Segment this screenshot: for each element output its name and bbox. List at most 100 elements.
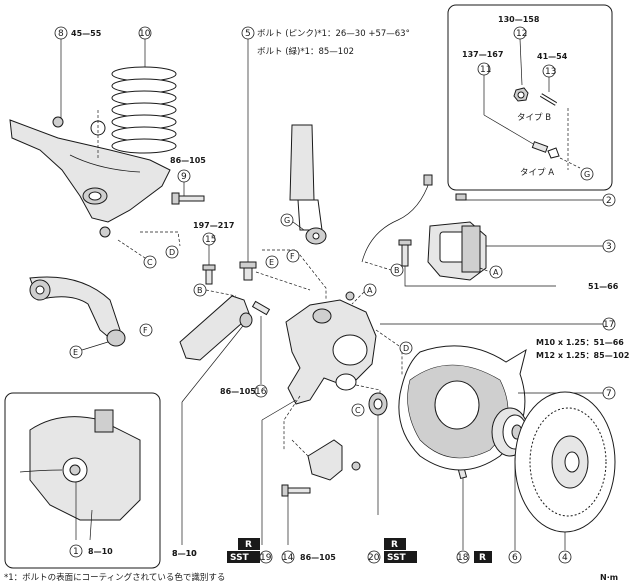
badge-r-20 [384,538,406,550]
nut-lower-arm [99,226,111,238]
callout-4: 4 [562,553,568,563]
torque-17-m10: M10 x 1.25：51—66 [536,338,624,347]
inset-connector-inner [69,464,81,476]
bolt-part-14 [285,487,311,494]
torque-left-bottom-2: 8—10 [172,549,197,558]
stud-part-13-inner [540,94,557,105]
brake-hose-part [361,179,431,263]
inset-frame-top-right [447,4,613,191]
leader-left-diag [181,321,247,403]
letter-g-shock: G [284,216,290,225]
torque-17-m12: M12 x 1.25：85—102 [536,351,629,360]
callout-18: 18 [457,553,469,563]
clip-part-11 [547,147,560,159]
torque-8: 45—55 [71,29,102,38]
bracket-part [307,439,343,481]
badge-r-19 [238,538,260,550]
callout-20: 20 [368,553,380,563]
letter-g-circle-inset [580,167,594,181]
hose-fitting [423,174,433,186]
callout-2: 2 [606,196,612,206]
dash-ef-box [262,249,327,300]
leader-caliper-bolt [404,266,556,287]
leader-12 [519,38,523,86]
letter-b-left: B [197,286,203,295]
shock-absorber-upper [289,124,315,201]
callout-17: 17 [603,320,614,330]
torque-11: 137—167 [462,50,503,59]
bolt-part-11 [531,141,549,153]
torque-13: 41—54 [537,52,568,61]
inset-dash-2 [559,157,581,169]
callout-6: 6 [512,553,518,563]
bolt-part-16 [251,300,271,316]
letter-d-center: D [403,344,409,353]
nut-part-8 [52,116,64,128]
dash-bracket [291,439,309,457]
letter-d-circle-center [399,341,413,355]
lower-arm-rib [69,154,141,173]
trailing-link-part [179,295,251,361]
dash-5 [255,271,311,291]
leader-11b [483,114,536,146]
torque-15: 197—217 [193,221,234,230]
leader-g-shock [292,221,305,231]
badge-r-19-text: R [245,540,252,550]
lower-arm-bush-inner [88,191,102,201]
badge-sst-19-text: SST [230,553,250,563]
badge-r-20-text: R [391,540,398,550]
torque-14: 86—105 [300,553,336,562]
callout-6-circle [508,550,522,564]
bracket-nut [351,461,361,471]
callout-15: 15 [205,235,216,245]
callout-5: 5 [245,29,251,39]
letter-e-left: E [73,348,78,357]
dash-b-left [205,289,237,297]
letter-g-circle-shock [280,213,294,227]
callout-19: 19 [260,553,272,563]
dash-b-right [364,261,392,271]
bush-part-trailing [239,312,253,328]
callout-7: 7 [606,389,612,399]
badge-r-18 [474,551,492,563]
footnote-text: *1：ボルトの表面にコーティングされている色で識別する [4,572,225,583]
leader-e-left [81,341,109,351]
letter-f-center: F [290,252,295,261]
callout-20-circle [367,550,381,564]
letter-g-inset: G [584,170,590,179]
nut-knuckle-top [345,291,355,301]
dash-knuckle-right [375,329,403,376]
letter-c-circle-center [351,403,365,417]
letter-e-center: E [269,258,274,267]
knuckle-upper-boss [312,308,332,324]
bolt-head-9 [171,192,180,205]
callout-16: 16 [255,387,267,397]
badge-sst-19 [227,551,260,563]
letter-c-center: C [355,406,361,415]
caliper-bracket [461,225,481,273]
leader-inset-torque [89,509,93,541]
letter-a-circle-center [363,283,377,297]
letter-f-circle-center [286,249,300,263]
callout-10: 10 [139,29,151,39]
torque-5-pink: ボルト (ピンク)*1：26—30 +57—63° [257,29,410,39]
clip-part-2 [455,193,467,201]
callout-4-circle [558,550,572,564]
callout-14-circle [281,550,295,564]
dash-a [351,291,365,305]
bolt-part-9 [177,195,205,202]
callout-16-circle [254,384,268,398]
bolt-head-15 [202,264,216,271]
callout-19-circle [259,550,273,564]
inset-bracket [94,409,114,433]
type-b-label: タイプ B [517,113,551,123]
bolt-head-5 [239,261,257,269]
knuckle-hub-hole [332,334,368,366]
lower-arm-part [9,119,171,223]
coil-spring-part-10 [111,66,177,154]
leader-19b [261,399,297,421]
callout-9: 9 [181,172,187,182]
callout-13: 13 [545,67,556,77]
callout-12: 12 [516,29,527,39]
